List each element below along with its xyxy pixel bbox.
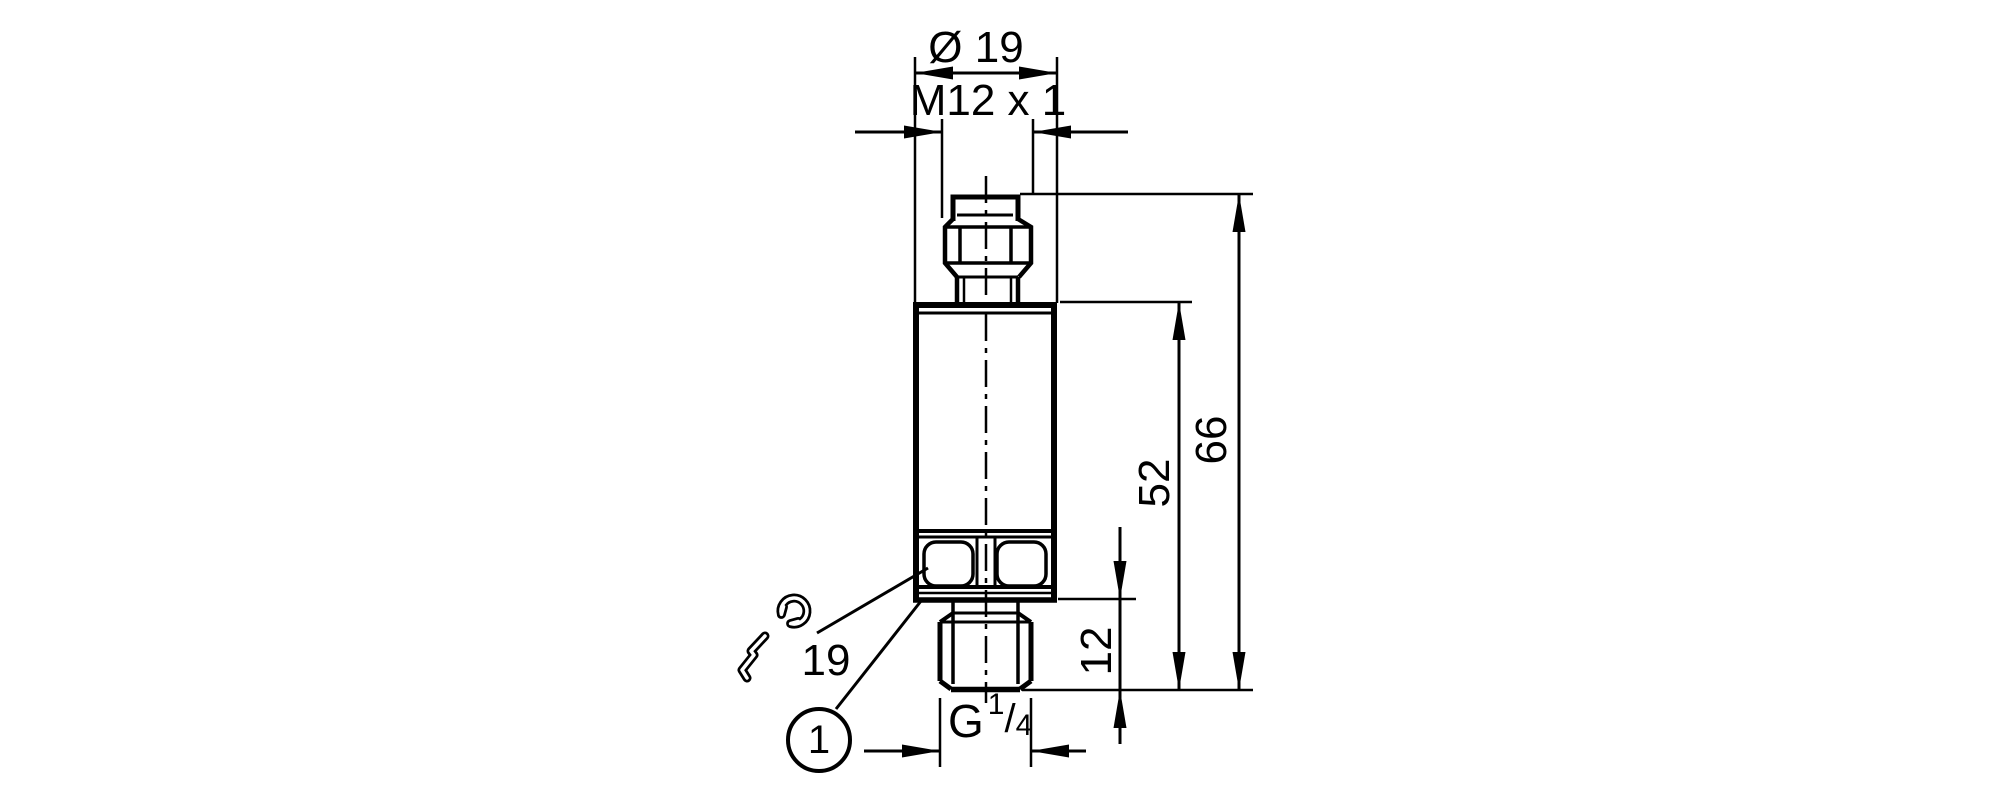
process-thread-slash: /: [1004, 697, 1016, 741]
process-thread-numerator: 1: [987, 688, 1005, 721]
dim-process-thread: [864, 698, 1086, 767]
process-thread-prefix: G: [948, 695, 984, 747]
dim-connector-thread: [855, 119, 1128, 218]
dim-overall-length: [1020, 192, 1253, 690]
overall-length-label: 66: [1187, 415, 1236, 465]
dim-housing-length: [1060, 300, 1192, 690]
dim-thread-length: [1022, 527, 1253, 744]
callout-marker-text: 1: [807, 718, 831, 762]
callout-circle: 1: [786, 707, 852, 773]
thread-length-label: 12: [1072, 626, 1121, 676]
process-thread-label: G 1 / 4: [948, 688, 1033, 747]
connector-thread-label: M12 x 1: [909, 76, 1067, 125]
leader-lines: [816, 566, 929, 710]
leader-callout: [834, 600, 923, 710]
wrench-icon: [737, 593, 812, 683]
head-diameter-label: Ø 19: [928, 23, 1024, 72]
housing-length-label: 52: [1130, 458, 1179, 508]
leader-wrench-size: [816, 566, 929, 635]
wrench-size-label: 19: [801, 636, 851, 685]
dim-head-diameter: [913, 57, 1059, 303]
process-thread-denominator: 4: [1015, 709, 1033, 742]
